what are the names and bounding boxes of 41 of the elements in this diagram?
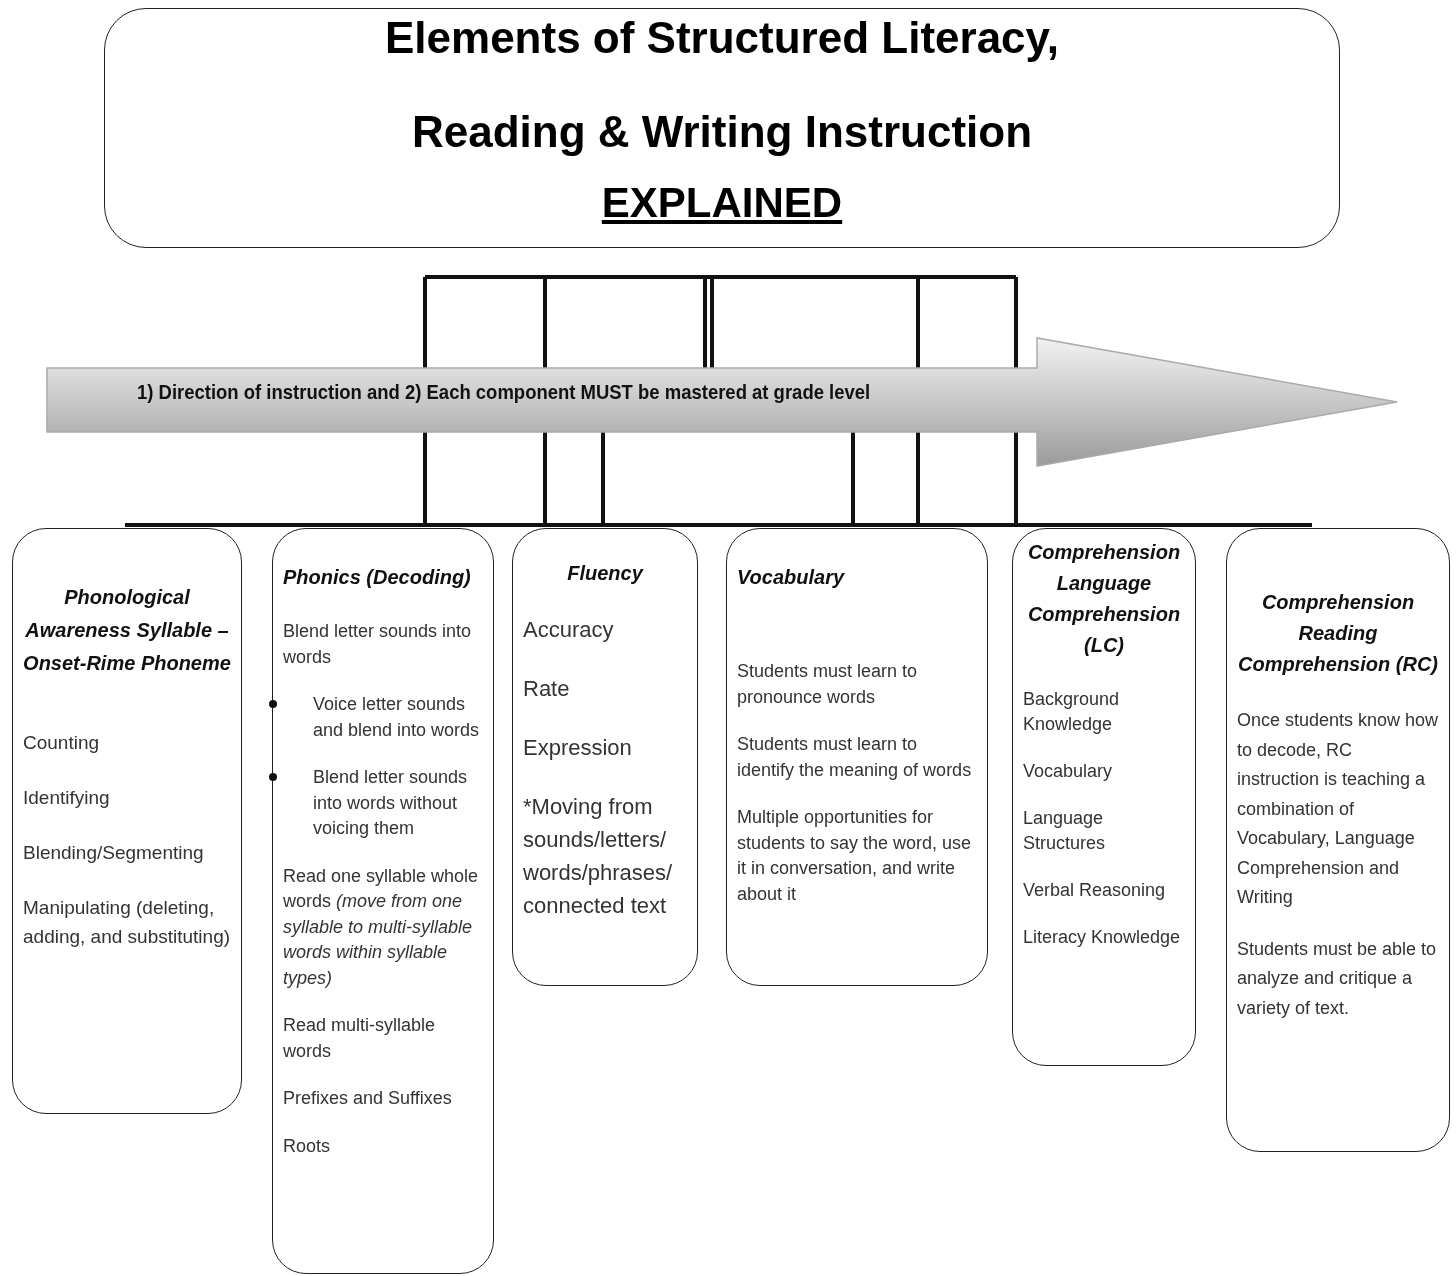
box-text: Language Structures	[1023, 807, 1107, 855]
box-text: Read multi-syllable words	[283, 1014, 437, 1063]
box-text: Identifying	[23, 786, 111, 810]
category-box	[1226, 528, 1450, 1152]
box-text: Counting	[23, 731, 101, 755]
category-box	[726, 528, 988, 986]
category-box	[12, 528, 242, 1114]
box-heading: Phonological Awareness Syllable – Onset-Rime Phoneme	[23, 585, 231, 676]
box-text: Blend letter sounds into words	[283, 620, 473, 669]
box-text: Rate	[523, 675, 571, 703]
box-heading: Phonics (Decoding)	[283, 565, 472, 590]
title-text: Elements of Structured Literacy, Reading & Writing Instruction	[384, 12, 1060, 158]
title-box	[104, 8, 1340, 248]
box-heading: Comprehension Reading Comprehension (RC)	[1237, 590, 1439, 677]
box-text: Literacy Knowledge	[1023, 926, 1182, 949]
box-text: Read one syllable whole words (move from one syllable to multi-syllable words within syllable types)	[283, 864, 480, 990]
category-box	[512, 528, 698, 986]
box-text: Background Knowledge	[1023, 688, 1121, 736]
box-text: Prefixes and Suffixes	[283, 1087, 453, 1110]
box-text: Accuracy	[523, 616, 615, 644]
box-text: Roots	[283, 1134, 332, 1158]
box-text: Expression	[523, 734, 633, 762]
box-heading: Vocabulary	[737, 565, 846, 590]
box-text: Blend letter sounds into words without voicing them	[313, 766, 469, 840]
box-text: Vocabulary	[1023, 760, 1114, 783]
category-box	[1012, 528, 1196, 1066]
box-text: Voice letter sounds and blend into words	[313, 693, 481, 742]
box-text: Verbal Reasoning	[1023, 879, 1167, 902]
arrow-label: 1) Direction of instruction and 2) Each component MUST be mastered at grade level	[137, 380, 871, 404]
box-text: Students must learn to identify the meaning of words	[737, 733, 973, 782]
box-text: Blending/Segmenting	[23, 841, 205, 865]
box-heading: Fluency	[566, 561, 645, 586]
box-text: Once students know how to decode, RC instruction is teaching a combination of Vocabulary, Language Comprehension and Writing	[1237, 709, 1439, 909]
box-heading: Comprehension Language Comprehension (LC)	[1026, 540, 1182, 658]
category-box	[272, 528, 494, 1274]
subtitle-text: EXPLAINED	[601, 179, 843, 227]
box-text: *Moving from sounds/letters/ words/phrases/ connected text	[523, 793, 674, 920]
box-text: Manipulating (deleting, adding, and substituting)	[23, 896, 231, 949]
box-text: Students must be able to analyze and critique a variety of text.	[1237, 937, 1438, 1020]
box-text: Students must learn to pronounce words	[737, 660, 919, 709]
box-text: Multiple opportunities for students to say the word, use it in conversation, and write about it	[737, 806, 973, 906]
